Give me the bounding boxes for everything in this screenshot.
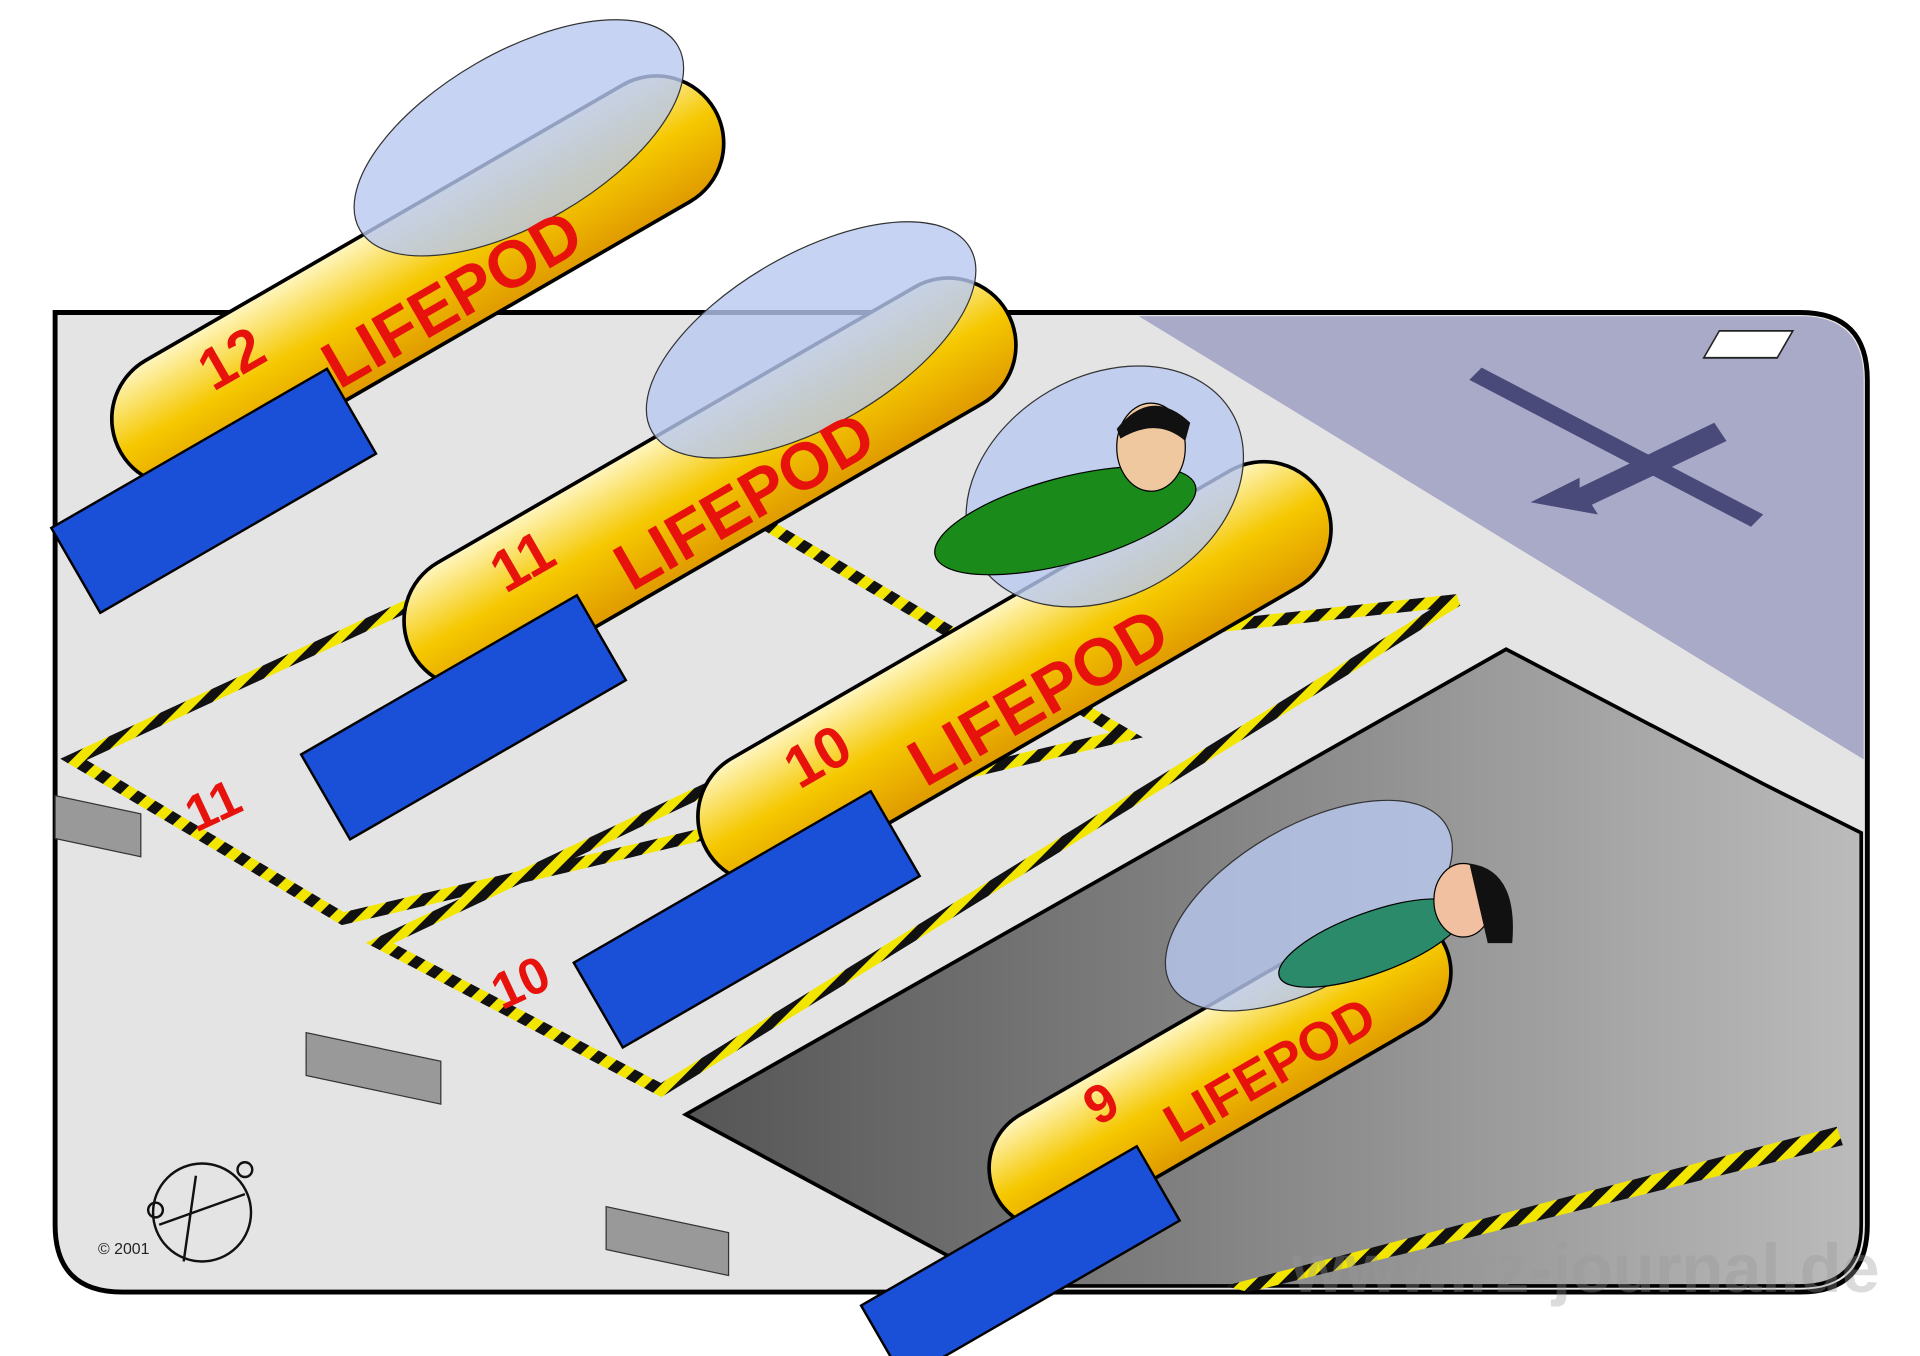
artist-signature <box>146 1161 254 1263</box>
floor-vents <box>54 794 730 1277</box>
direction-arrow-emblem <box>1469 367 1764 527</box>
copyright-text: © 2001 <box>98 1241 150 1258</box>
occupant-female-pilot <box>1278 862 1513 988</box>
watermark-text: www.rz-journal.de <box>1291 1230 1880 1307</box>
pit-hazard-strip <box>1224 1126 1843 1293</box>
occupant-male-pilot <box>934 402 1197 576</box>
